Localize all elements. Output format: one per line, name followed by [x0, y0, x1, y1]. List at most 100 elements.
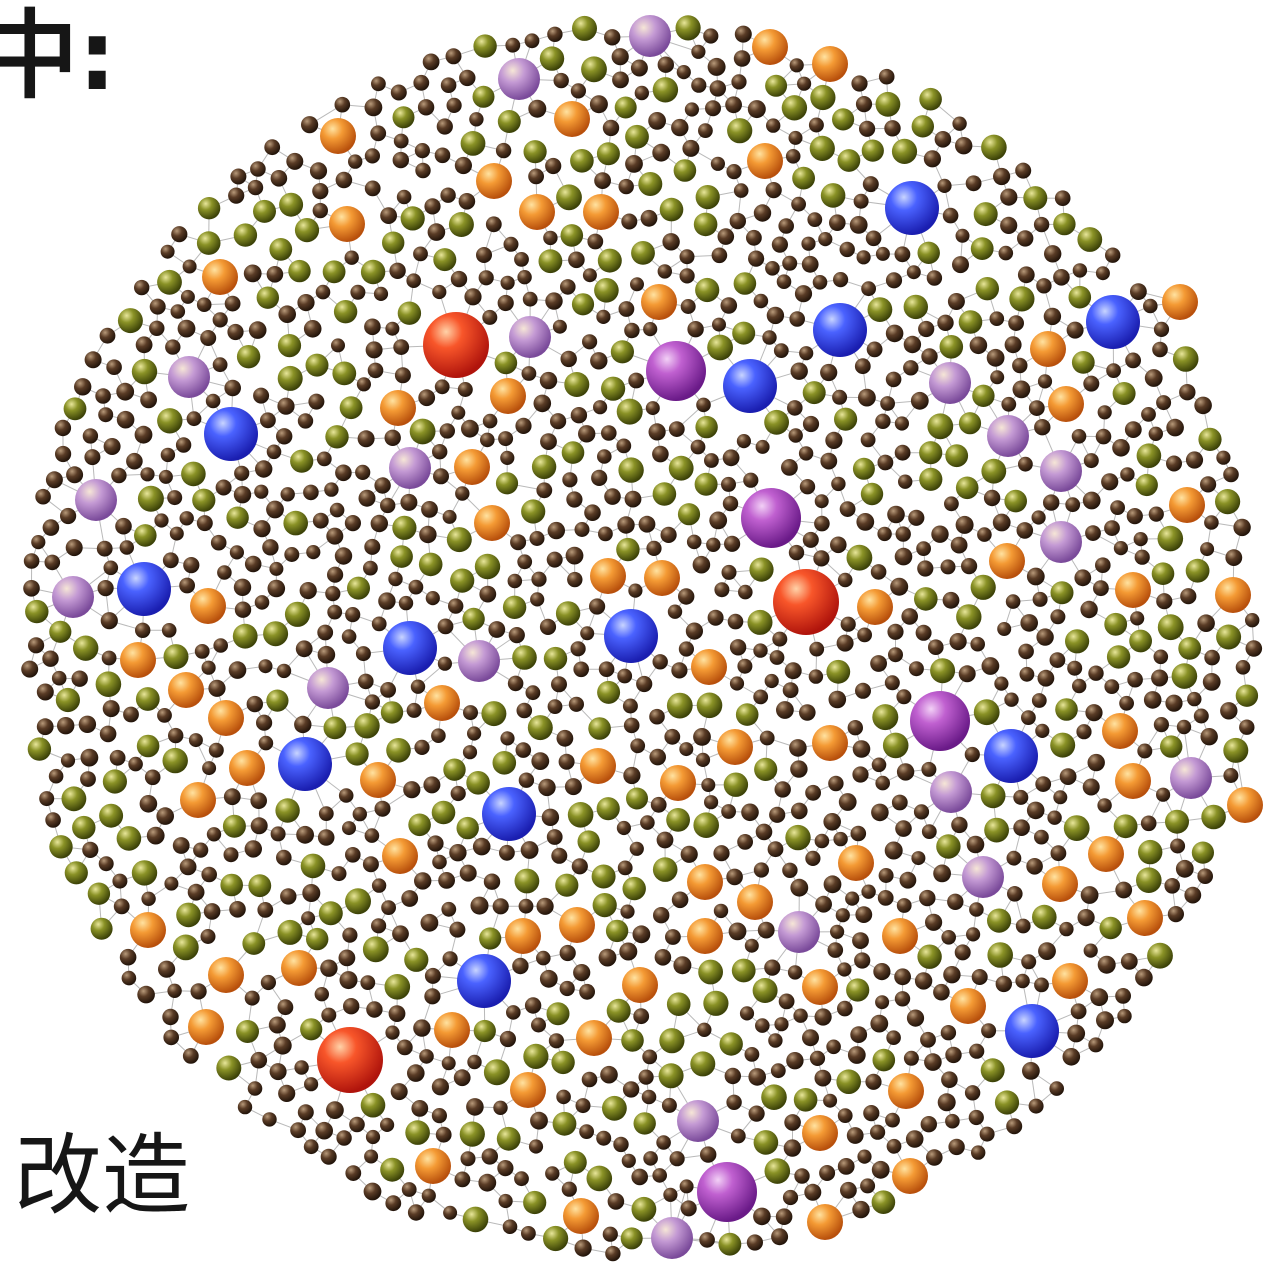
brown-node [55, 446, 71, 462]
brown-node [181, 290, 195, 304]
olive-node [832, 108, 854, 130]
brown-node [1156, 593, 1172, 609]
brown-node [161, 245, 175, 259]
brown-node [778, 218, 794, 234]
brown-node [815, 834, 830, 849]
orange-node [802, 1115, 838, 1151]
brown-node [951, 537, 968, 554]
brown-node [441, 902, 456, 917]
brown-node [467, 726, 481, 740]
brown-node [498, 295, 514, 311]
brown-node [1201, 728, 1218, 745]
brown-node [183, 260, 197, 274]
brown-node [922, 824, 937, 839]
brown-node [997, 622, 1011, 636]
brown-node [850, 1026, 867, 1043]
brown-node [623, 1081, 639, 1097]
brown-node [521, 841, 539, 859]
olive-node [495, 352, 518, 375]
olive-node [782, 95, 807, 120]
brown-node [854, 194, 869, 209]
olive-node [1053, 213, 1075, 235]
brown-node [743, 473, 758, 488]
brown-node [578, 425, 595, 442]
brown-node [446, 48, 462, 64]
brown-node [1125, 353, 1141, 369]
brown-node [1104, 520, 1120, 536]
brown-node [871, 804, 889, 822]
brown-node [114, 899, 130, 915]
brown-node [102, 651, 117, 666]
brown-node [921, 1116, 937, 1132]
brown-node [213, 357, 228, 372]
brown-node [461, 1151, 476, 1166]
olive-node [28, 737, 51, 760]
brown-node [959, 665, 976, 682]
brown-node [135, 623, 150, 638]
olive-node [532, 455, 556, 479]
brown-node [100, 328, 116, 344]
brown-node [443, 951, 458, 966]
brown-node [589, 598, 605, 614]
brown-node [517, 554, 532, 569]
olive-node [561, 224, 584, 247]
brown-node [225, 296, 241, 312]
olive-node [761, 1084, 787, 1110]
orange-node [576, 1020, 612, 1056]
brown-node [551, 848, 567, 864]
olive-node [363, 936, 389, 962]
brown-node [928, 639, 944, 655]
olive-node [1009, 286, 1034, 311]
brown-node [1038, 942, 1056, 960]
brown-node [921, 762, 936, 777]
brown-node [528, 169, 544, 185]
brown-node [83, 428, 98, 443]
brown-node [392, 925, 409, 942]
olive-node [592, 865, 616, 889]
brown-node [1194, 709, 1209, 724]
brown-node [162, 623, 177, 638]
olive-node [703, 991, 728, 1016]
brown-node [359, 490, 376, 507]
brown-node [510, 534, 526, 550]
brown-node [277, 398, 294, 415]
olive-node [810, 85, 835, 110]
brown-node [977, 527, 992, 542]
olive-node [419, 553, 443, 577]
olive-node [616, 538, 639, 561]
brown-node [460, 865, 477, 882]
olive-node [346, 742, 369, 765]
olive-node [544, 647, 567, 670]
olive-node [707, 335, 733, 361]
brown-node [840, 501, 856, 517]
brown-node [624, 718, 640, 734]
olive-node [695, 278, 719, 302]
olive-node [474, 1020, 496, 1042]
brown-node [310, 162, 327, 179]
brown-node [1141, 816, 1157, 832]
olive-node [524, 140, 547, 163]
brown-node [738, 585, 753, 600]
brown-node [167, 490, 182, 505]
brown-node [1179, 384, 1195, 400]
brown-node [394, 134, 409, 149]
brown-node [1004, 693, 1018, 707]
brown-node [1021, 710, 1036, 725]
brown-node [888, 647, 903, 662]
brown-node [1015, 974, 1029, 988]
brown-node [569, 697, 584, 712]
brown-node [1121, 953, 1138, 970]
brown-node [366, 1130, 380, 1144]
brown-node [122, 971, 137, 986]
brown-node [281, 487, 295, 501]
olive-node [587, 1166, 613, 1192]
brown-node [500, 451, 514, 465]
brown-node [616, 439, 631, 454]
brown-node [580, 626, 594, 640]
brown-node [1130, 611, 1144, 625]
brown-node [754, 862, 769, 877]
olive-node [995, 1090, 1019, 1114]
brown-node [1117, 1009, 1131, 1023]
brown-node [317, 625, 333, 641]
olive-node [181, 462, 206, 487]
